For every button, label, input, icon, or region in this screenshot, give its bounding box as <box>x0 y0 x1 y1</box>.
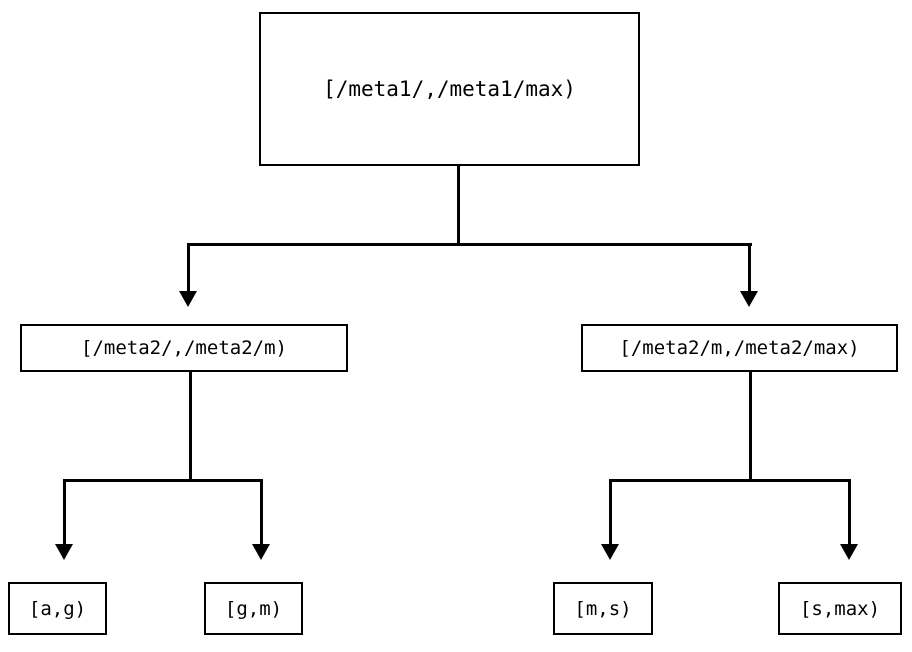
node-root[interactable]: [/meta1/,/meta1/max) <box>259 12 640 166</box>
edge-root-bus <box>188 243 752 246</box>
node-leaf-2[interactable]: [g,m) <box>204 582 303 635</box>
node-mid-left-label: [/meta2/,/meta2/m) <box>81 337 287 359</box>
node-mid-right-label: [/meta2/m,/meta2/max) <box>619 337 860 359</box>
node-root-label: [/meta1/,/meta1/max) <box>323 77 576 101</box>
arrowhead-icon-leaf-1 <box>55 544 73 560</box>
node-leaf-1-label: [a,g) <box>28 597 87 620</box>
edge-mid-right-stem <box>749 372 752 482</box>
edge-mid-left-bus <box>64 479 263 482</box>
node-leaf-4-label: [s,max) <box>799 597 881 620</box>
arrowhead-icon-mid-left <box>179 291 197 307</box>
node-mid-right[interactable]: [/meta2/m,/meta2/max) <box>581 324 898 372</box>
node-leaf-3-label: [m,s) <box>574 597 632 620</box>
arrowhead-icon-mid-right <box>740 291 758 307</box>
edge-mid-left-stem <box>189 372 192 482</box>
edge-mid-right-to-leaf-4 <box>848 479 851 544</box>
arrowhead-icon-leaf-4 <box>840 544 858 560</box>
node-leaf-2-label: [g,m) <box>224 597 283 620</box>
node-leaf-1[interactable]: [a,g) <box>8 582 107 635</box>
edge-mid-left-to-leaf-1 <box>63 479 66 544</box>
node-mid-left[interactable]: [/meta2/,/meta2/m) <box>20 324 348 372</box>
edge-root-stem <box>457 166 460 246</box>
edge-mid-right-bus <box>610 479 851 482</box>
edge-root-to-mid-right <box>748 243 751 291</box>
node-leaf-4[interactable]: [s,max) <box>778 582 902 635</box>
node-leaf-3[interactable]: [m,s) <box>553 582 653 635</box>
arrowhead-icon-leaf-3 <box>601 544 619 560</box>
edge-root-to-mid-left <box>187 243 190 291</box>
edge-mid-right-to-leaf-3 <box>609 479 612 544</box>
edge-mid-left-to-leaf-2 <box>260 479 263 544</box>
arrowhead-icon-leaf-2 <box>252 544 270 560</box>
